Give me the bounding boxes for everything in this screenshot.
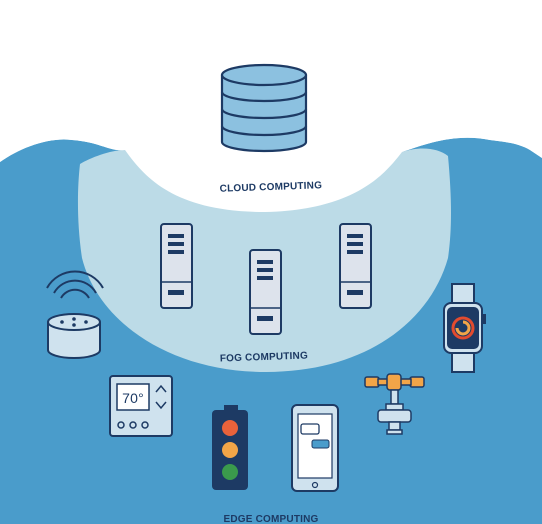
thermostat-icon: 70° [109, 375, 173, 437]
server-icon [160, 223, 193, 309]
cloud-computing-label: CLOUD COMPUTING [220, 180, 323, 195]
server-icon [249, 249, 282, 335]
down-arrow-icon [155, 401, 167, 410]
smart-speaker-icon [46, 270, 104, 359]
smartphone-icon [291, 404, 339, 492]
fog-computing-label: FOG COMPUTING [220, 350, 309, 364]
chat-bubble-icon [311, 439, 330, 449]
edge-computing-label: EDGE COMPUTING [223, 514, 318, 524]
valve-icon [364, 373, 425, 435]
smartwatch-icon [443, 283, 486, 373]
chat-bubble-icon [300, 423, 320, 435]
traffic-light-icon [212, 405, 248, 490]
up-arrow-icon [155, 384, 167, 393]
database-icon [220, 63, 308, 153]
server-icon [339, 223, 372, 309]
thermostat-display: 70° [122, 390, 144, 406]
